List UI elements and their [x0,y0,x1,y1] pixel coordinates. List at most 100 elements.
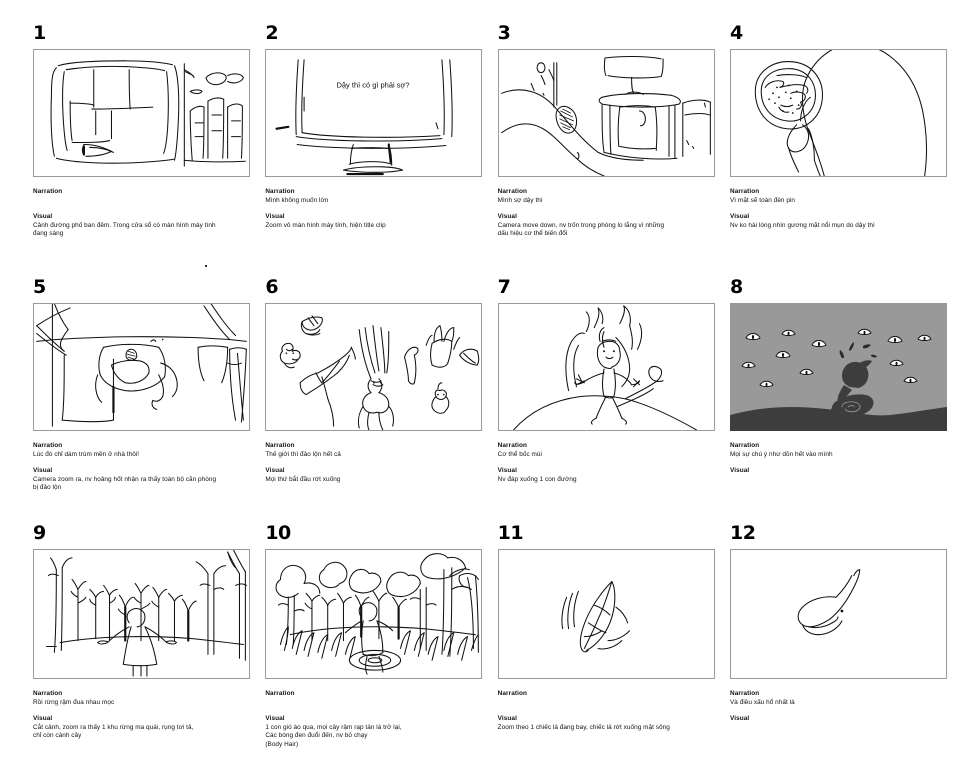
panel-number-8: 8 [729,276,743,298]
panel-number-5: 5 [33,276,46,298]
visual-label-2: Visual [265,213,285,221]
panel-frame-9[interactable] [33,549,250,679]
panel-4[interactable]: 4 [729,22,949,239]
panel-number-7: 7 [497,276,511,298]
panel-frame-5[interactable] [33,303,250,431]
narration-label-10: Narration [265,690,295,697]
narration-label-5: Narration [33,442,63,449]
narration-text-3: Mình sợ dậy thì [497,196,543,204]
sketch-night-street [50,60,246,167]
panel-frame-2[interactable]: Dậy thì có gì phải sợ? [265,49,483,177]
visual-text-10: 1 con gió ào qua, mọi cây rậm rạp tán lá… [265,723,402,748]
panel-11[interactable]: 11 [497,522,717,750]
panel-frame-11[interactable] [497,549,715,679]
sketch-lush-forest-running [275,553,480,675]
sketch-room-upside-down [36,304,247,427]
visual-text-2: Zoom vô màn hình máy tính, hiện title cl… [265,221,386,229]
visual-text-9: Cắt cảnh, zoom ra thấy 1 khu rừng ma quá… [33,723,194,740]
narration-label-9: Narration [33,690,63,697]
panel-1[interactable]: 1 [33,24,252,239]
panel-number-3: 3 [497,22,511,44]
panel-6[interactable]: 6 [265,278,484,493]
narration-label-2: Narration [265,188,295,195]
panel-caption-11: Narration Visual Zoom theo 1 chiếc lá đa… [498,690,717,732]
panel-frame-1[interactable] [33,49,250,177]
narration-text-5: Lúc đó chỉ dám trùm mền ở nhà thôi! [33,450,140,458]
panel-frame-6[interactable] [265,303,483,431]
narration-text-12: Và điều xấu hổ nhất là [729,698,795,706]
panel-12[interactable]: 12 Narration [729,522,949,750]
panel-7[interactable]: 7 [497,276,717,493]
visual-text-7: Nv đáp xuống 1 con đường [497,475,577,483]
panel-2[interactable]: 2 [265,24,484,239]
sketch-monitor-title: Dậy thì có gì phải sợ? [275,59,453,176]
sketch-falling-objects [280,315,480,430]
panel-caption-8: Narration Mọi sự chú ý như dồn hết vào m… [730,442,949,476]
narration-text-4: Vì mặt sẽ toàn đèn pin [729,196,796,204]
narration-text-2: Mình không muốn lớn [265,196,329,204]
narration-text-6: Thế giới thì đảo lộn hết cả [265,450,341,458]
panel-caption-2: Narration Mình không muốn lớn Visual Zoo… [265,188,484,230]
sketch-bare-tree-forest [45,550,247,677]
panel-caption-3: Narration Mình sợ dậy thì Visual Camera … [498,188,717,239]
panel-number-4: 4 [729,22,743,44]
visual-label-12: Visual [729,715,750,723]
storyboard-row-3: 9 [33,524,949,750]
panel-number-11: 11 [497,522,524,544]
visual-label-10: Visual [265,715,285,723]
sketch-eyes-watching-snail [729,303,947,431]
panel-8[interactable]: 8 [729,276,949,493]
visual-label-5: Visual [33,467,53,475]
sketch-flying-leaf [561,580,630,653]
page-artifact-dot [205,265,207,267]
panel-frame-3[interactable] [497,49,715,177]
panel-number-6: 6 [265,276,279,298]
panel-frame-8[interactable] [729,303,947,431]
narration-text-8: Mọi sự chú ý như dồn hết vào mình [729,450,833,458]
panel-frame-4[interactable] [729,49,947,177]
panel-frame-12[interactable] [729,549,947,679]
visual-label-1: Visual [33,213,53,221]
panel-caption-6: Narration Thế giới thì đảo lộn hết cả Vi… [265,442,484,484]
sketch-smelly-character-road [512,305,697,430]
panel-9[interactable]: 9 [33,524,252,750]
storyboard-row-2: 5 [33,278,949,493]
narration-label-12: Narration [729,690,760,697]
visual-text-6: Mọi thứ bắt đầu rớt xuống [265,475,341,483]
panel-frame-7[interactable] [497,303,715,431]
narration-label-1: Narration [33,188,63,195]
panel-number-10: 10 [265,522,291,544]
narration-text-9: Rồi rừng rậm đua nhau mọc [33,698,115,706]
narration-label-8: Narration [729,442,760,449]
panel-caption-5: Narration Lúc đó chỉ dám trùm mền ở nhà … [33,442,252,493]
panel-10[interactable]: 10 [265,524,484,750]
narration-label-7: Narration [497,442,527,449]
panel-number-9: 9 [33,522,46,544]
panel-caption-7: Narration Cơ thể bốc mùi Visual Nv đáp x… [498,442,717,484]
panel-caption-12: Narration Và điều xấu hổ nhất là Visual [730,690,949,724]
narration-text-7: Cơ thể bốc mùi [497,450,542,458]
sketch-tadpole [797,569,861,636]
panel-number-1: 1 [33,22,46,44]
sketch-hiding-in-room [500,56,711,176]
panel-number-12: 12 [729,522,756,544]
storyboard-row-1: 1 [33,24,949,239]
panel-5[interactable]: 5 [33,278,252,493]
visual-text-3: Camera move down, nv trốn trong phòng lo… [497,221,665,238]
narration-label-3: Narration [497,188,527,195]
panel-caption-4: Narration Vì mặt sẽ toàn đèn pin Visual … [730,188,949,230]
panel-3[interactable]: 3 [497,22,717,239]
visual-label-8: Visual [729,467,750,475]
visual-label-3: Visual [497,213,517,221]
panel-caption-9: Narration Rồi rừng rậm đua nhau mọc Visu… [33,690,252,741]
visual-text-4: Nv ko hài lòng nhìn gương mặt nổi mụn do… [729,221,875,229]
panel-caption-10: Narration Visual 1 con gió ào qua, mọi c… [265,690,484,750]
panel-frame-10[interactable] [265,549,483,679]
narration-label-6: Narration [265,442,295,449]
visual-label-7: Visual [497,467,517,475]
visual-label-11: Visual [497,715,517,723]
narration-label-4: Narration [729,188,760,195]
visual-text-11: Zoom theo 1 chiếc lá đang bay, chiếc lá … [497,723,670,731]
visual-text-1: Cảnh đường phố ban đêm. Trong cửa sổ có … [33,221,216,238]
